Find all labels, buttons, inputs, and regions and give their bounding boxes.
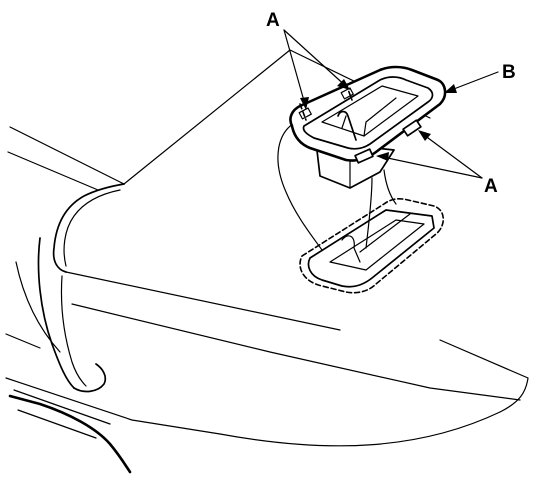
- leader-a-right-2: [419, 131, 483, 179]
- panel-left-edge: [9, 126, 125, 185]
- sill-line-1: [5, 377, 221, 435]
- clip-mark-left: [299, 103, 307, 121]
- cover-flange-outer: [289, 65, 447, 162]
- leader-lines: [283, 29, 499, 179]
- panel-bottom-curve: [219, 411, 501, 447]
- guide-lines: [277, 119, 397, 251]
- panel-front-lip: [65, 271, 341, 331]
- mounting-hole-rim: [307, 209, 435, 288]
- mounting-hole-slot: [341, 235, 361, 263]
- mounting-hole: [299, 198, 445, 294]
- leader-a-top-1-arrow: [300, 97, 309, 110]
- clip-bottom-left: [354, 148, 374, 164]
- rear-panel-curve: [15, 261, 61, 353]
- callout-b: B: [502, 62, 516, 83]
- leader-a-right-1-arrow: [376, 152, 389, 161]
- clip-top-left: [298, 107, 312, 120]
- side-pillar-bottom: [73, 363, 107, 393]
- guide-line-center: [365, 177, 373, 249]
- side-pillar-outer: [37, 237, 75, 389]
- sill-line-2: [13, 389, 111, 425]
- cover-bezel: [289, 65, 447, 189]
- sill-strip: [8, 394, 132, 474]
- leader-a-top-1: [283, 29, 307, 109]
- panel-top-edge: [123, 49, 291, 185]
- mounting-hole-floor: [329, 219, 425, 271]
- leader-b-arrow: [444, 84, 457, 93]
- cover-lever: [337, 110, 357, 141]
- rear-panel-curve-2: [5, 333, 41, 349]
- panel-corner: [52, 183, 125, 273]
- leader-a-top-2-arrow: [337, 79, 350, 90]
- sill-strip-inner: [17, 409, 97, 439]
- leader-a-top-2: [283, 29, 349, 89]
- cover-opening: [321, 85, 419, 137]
- clip-top-right: [340, 87, 354, 100]
- guide-line-left: [277, 119, 323, 251]
- mounting-hole-outline: [299, 198, 445, 294]
- clip-bottom-right: [402, 119, 422, 137]
- leader-a-right-2-arrow: [418, 130, 431, 141]
- cover-opening-depth: [341, 97, 397, 137]
- guide-line-right: [383, 169, 397, 205]
- cover-flange-inner: [302, 76, 434, 150]
- leader-a-right-1: [377, 155, 483, 179]
- panel-front-lip-lower: [71, 303, 521, 401]
- mounting-hole-divider: [359, 213, 411, 253]
- panel-left-edge-inner: [7, 151, 99, 191]
- callout-a-top: A: [266, 10, 280, 31]
- body-panel: [5, 49, 529, 474]
- panel-corner-inner: [63, 189, 121, 267]
- panel-right-edge-2: [439, 339, 529, 413]
- side-pillar-inner: [60, 275, 87, 387]
- callout-a-right: A: [484, 176, 498, 197]
